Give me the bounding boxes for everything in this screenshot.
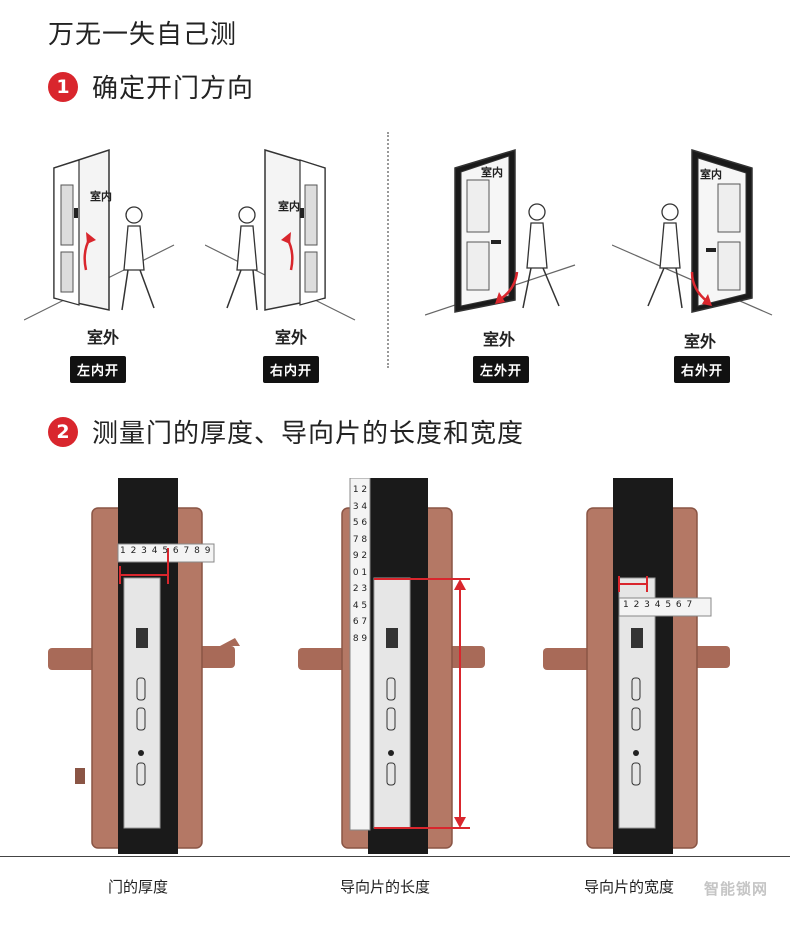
door-3-type-badge: 左外开	[473, 356, 530, 383]
door-4-type-badge: 右外开	[674, 356, 731, 383]
step-1-text: 确定开门方向	[92, 74, 255, 104]
lock-plate-length: 1 2 3 4 5 6 7 8 9 20 1 2 3 4 5 6 7 8 9	[290, 477, 490, 854]
step-2-number: 2	[48, 416, 78, 447]
lock-thickness-illustration	[48, 478, 240, 854]
door-1-inner-label: 室内	[90, 190, 112, 203]
step-1-heading: 1 确定开门方向	[48, 68, 254, 105]
divider-horizontal	[0, 856, 790, 857]
door-left-inward-illustration	[23, 148, 175, 321]
caption-door-thickness: 门的厚度	[108, 878, 169, 896]
door-1-outer-label: 室外	[87, 328, 120, 347]
door-3-inner-label: 室内	[481, 166, 503, 179]
lock-plate-length-illustration	[298, 477, 485, 854]
caption-plate-width: 导向片的宽度	[584, 878, 675, 896]
caption-plate-length: 导向片的长度	[340, 878, 431, 896]
divider-vertical	[387, 132, 389, 368]
watermark: 智能锁网	[703, 880, 768, 898]
page-title: 万无一失自己测	[48, 20, 238, 50]
door-2-outer-label: 室外	[275, 328, 308, 347]
door-right-inward: 室内 室外 右内开	[204, 140, 375, 383]
door-2-inner-label: 室内	[278, 200, 300, 213]
lock-thickness: 1 2 3 4 5 6 7 8 9	[40, 478, 240, 854]
door-4-outer-label: 室外	[684, 332, 717, 351]
door-right-outward-illustration	[611, 148, 773, 316]
ruler-3-ticks: 1 2 3 4 5 6 7	[623, 600, 694, 610]
lock-plate-width-illustration	[543, 478, 730, 854]
door-right-inward-illustration	[204, 148, 356, 321]
door-right-outward: 室内 室外 右外开	[611, 140, 782, 383]
step-1-number: 1	[48, 71, 78, 102]
door-2-type-badge: 右内开	[263, 356, 320, 383]
ruler-2-ticks: 1 2 3 4 5 6 7 8 9 20 1 2 3 4 5 6 7 8 9	[352, 485, 368, 644]
step-2-text: 测量门的厚度、导向片的长度和宽度	[92, 419, 525, 449]
door-left-inward: 室内 室外 左内开	[23, 140, 194, 383]
ruler-1-ticks: 1 2 3 4 5 6 7 8 9	[120, 546, 212, 556]
step-2-heading: 2 测量门的厚度、导向片的长度和宽度	[48, 413, 524, 450]
door-left-outward-illustration	[424, 148, 576, 316]
door-1-type-badge: 左内开	[70, 356, 127, 383]
door-4-inner-label: 室内	[700, 168, 722, 181]
door-3-outer-label: 室外	[483, 330, 516, 349]
lock-plate-width: 1 2 3 4 5 6 7	[535, 478, 735, 854]
door-left-outward: 室内 室外 左外开	[424, 140, 595, 383]
